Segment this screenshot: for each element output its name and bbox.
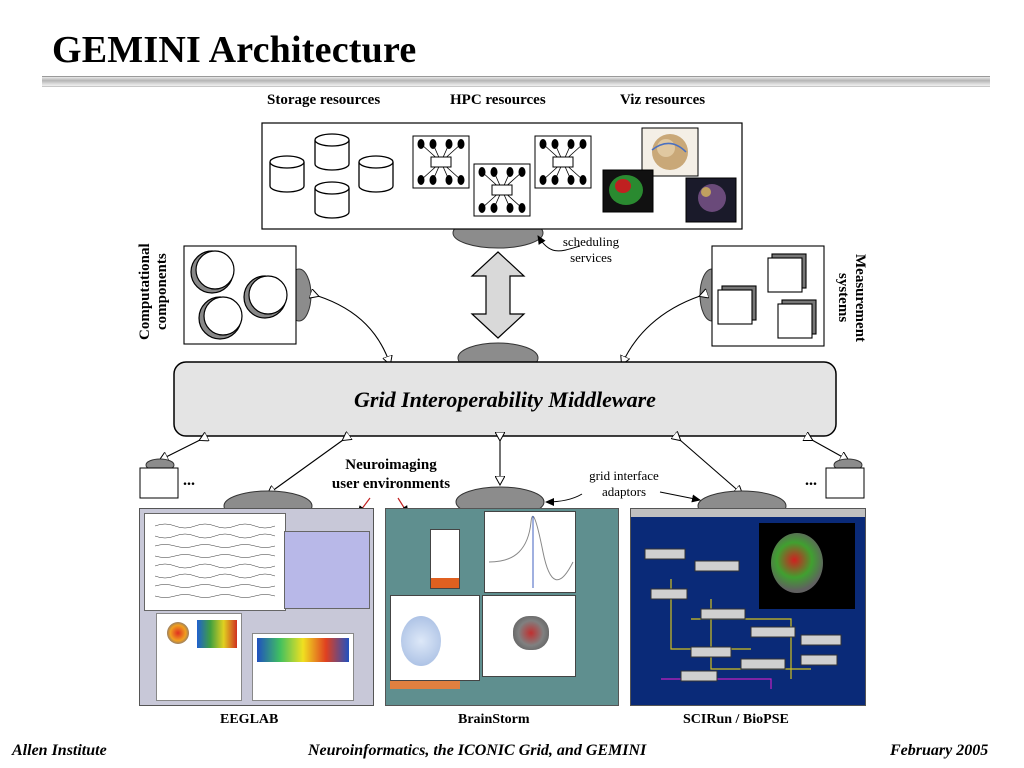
measurement-systems-box [699,245,825,347]
eeg-traces [154,523,276,598]
brainstorm-caption: BrainStorm [458,712,530,727]
ellipsis-right: ... [805,472,817,489]
hpc-cluster-icons [412,135,592,217]
hpc-cluster-icon [534,135,592,189]
scirun-screenshot [630,508,866,706]
scirun-caption: SCIRun / BioPSE [683,712,789,727]
viz-resources-label: Viz resources [620,92,706,108]
computational-components-box [183,245,312,345]
lower-arrows [160,440,848,494]
title-divider [42,76,990,87]
brainstorm-screenshot [385,508,619,706]
eeglab-caption: EEGLAB [220,712,279,727]
viz-images [602,127,737,223]
middleware-bar [173,361,837,437]
ellipsis-left: ... [183,472,195,489]
storage-resources-label: Storage resources [267,92,381,108]
eeglab-screenshot [139,508,374,706]
small-extra-boxes [139,458,865,499]
footer-left: Allen Institute [12,742,107,759]
page-title: GEMINI Architecture [52,29,417,71]
annotation-pointers [537,235,701,506]
footer-center: Neuroinformatics, the ICONIC Grid, and G… [308,742,647,759]
scirun-network [644,548,842,689]
hpc-cluster-icon [412,135,470,189]
vertical-double-arrow [470,251,526,339]
middleware-label: Grid Interoperability Middleware [354,387,656,412]
connector-arrows [318,296,700,364]
storage-cylinders [269,133,394,219]
hpc-cluster-icon [473,163,531,217]
hpc-resources-label: HPC resources [450,92,546,108]
footer-right: February 2005 [890,742,989,759]
